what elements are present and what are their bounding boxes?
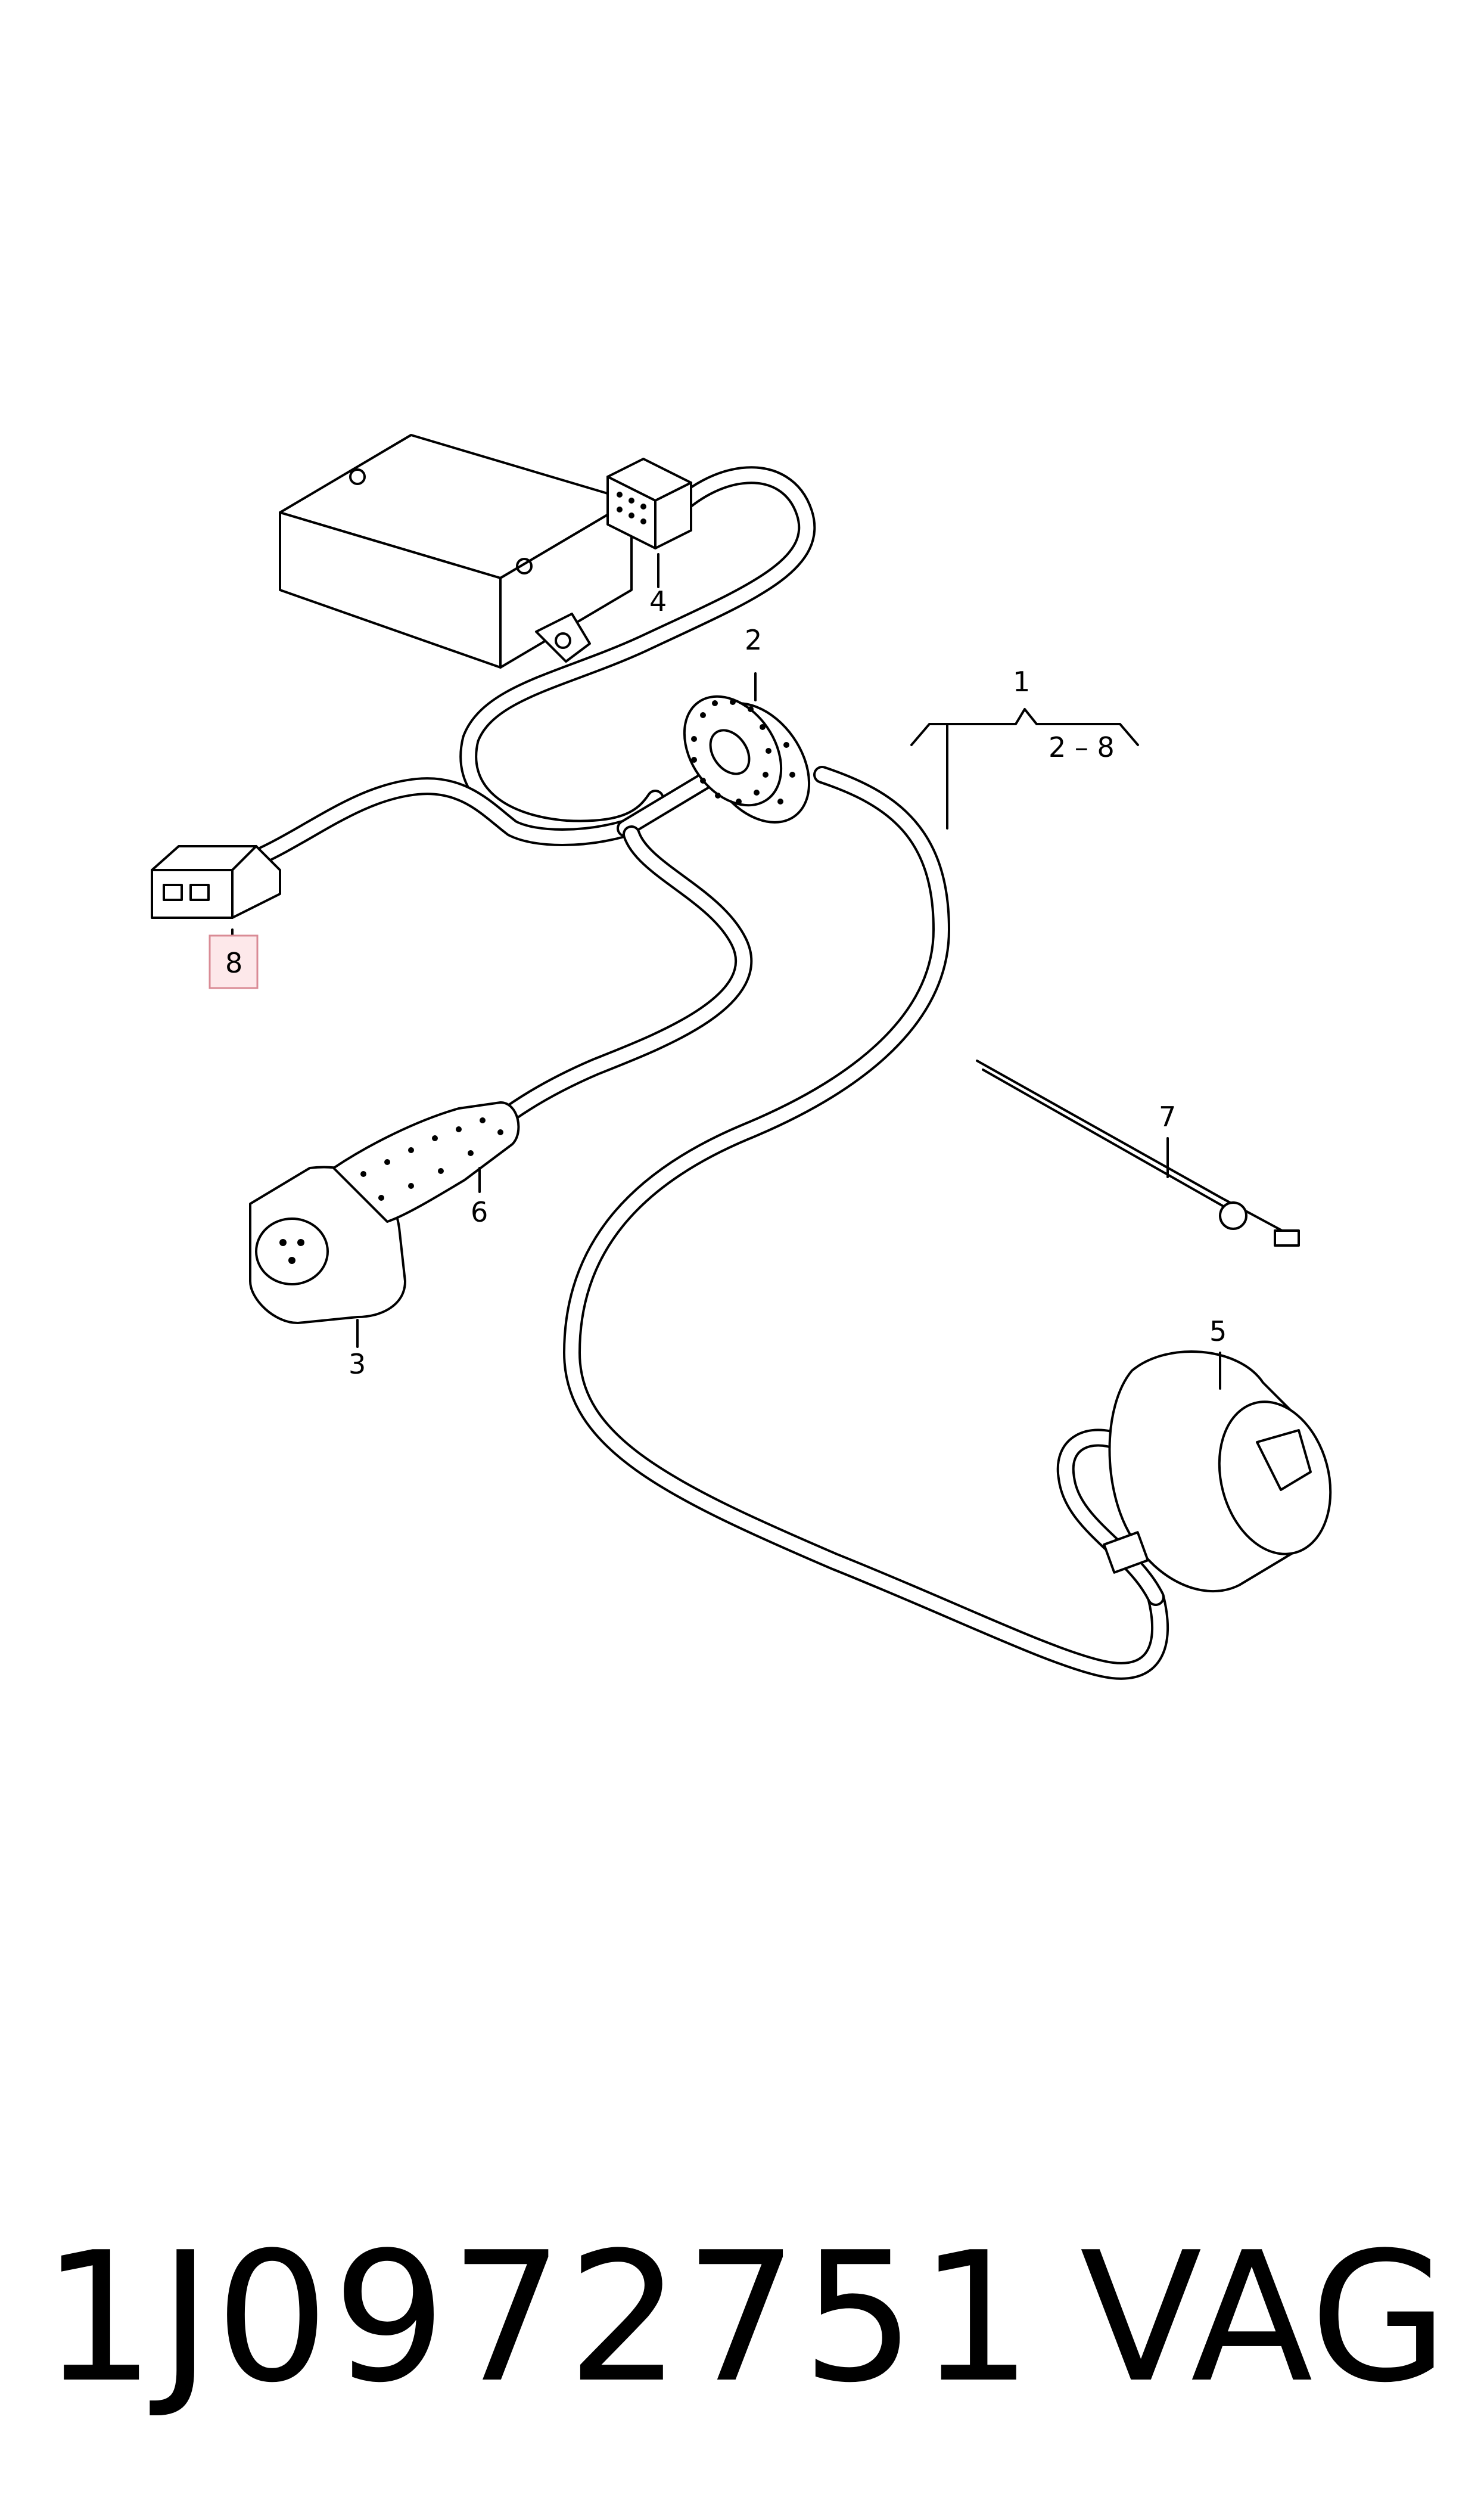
socket-5: [1103, 1350, 1332, 1592]
callout-5: 5: [1209, 1315, 1227, 1347]
callout-8-highlight: [209, 934, 259, 989]
callout-1: 1: [1013, 666, 1030, 698]
plug-3: [249, 1166, 406, 1348]
callout-2: 2: [745, 624, 762, 656]
callout-7: 7: [1159, 1101, 1176, 1133]
cable-tie-7: [976, 1060, 1300, 1247]
callout-2-8: 2 – 8: [1049, 731, 1115, 763]
callout-6: 6: [471, 1196, 488, 1228]
wiring-harness-diagram: 1 2 – 8 2 4 8 6 3 7 5: [151, 434, 1332, 1680]
part-number: 1J0972751: [42, 2214, 1037, 2422]
brand-label: VAG: [1079, 2214, 1448, 2422]
callout-bracket: [910, 708, 1139, 830]
callout-8: 8: [225, 947, 242, 979]
harness-cables: [247, 466, 1169, 1680]
callout-3: 3: [349, 1348, 366, 1380]
footer: 1J0972751 VAG: [0, 2205, 1484, 2443]
callout-4: 4: [649, 585, 667, 617]
control-unit: [279, 434, 633, 669]
connector-4: [606, 458, 692, 588]
connector-8: [151, 845, 281, 949]
grommet-2: [683, 672, 811, 824]
boot-6: [332, 1101, 520, 1223]
